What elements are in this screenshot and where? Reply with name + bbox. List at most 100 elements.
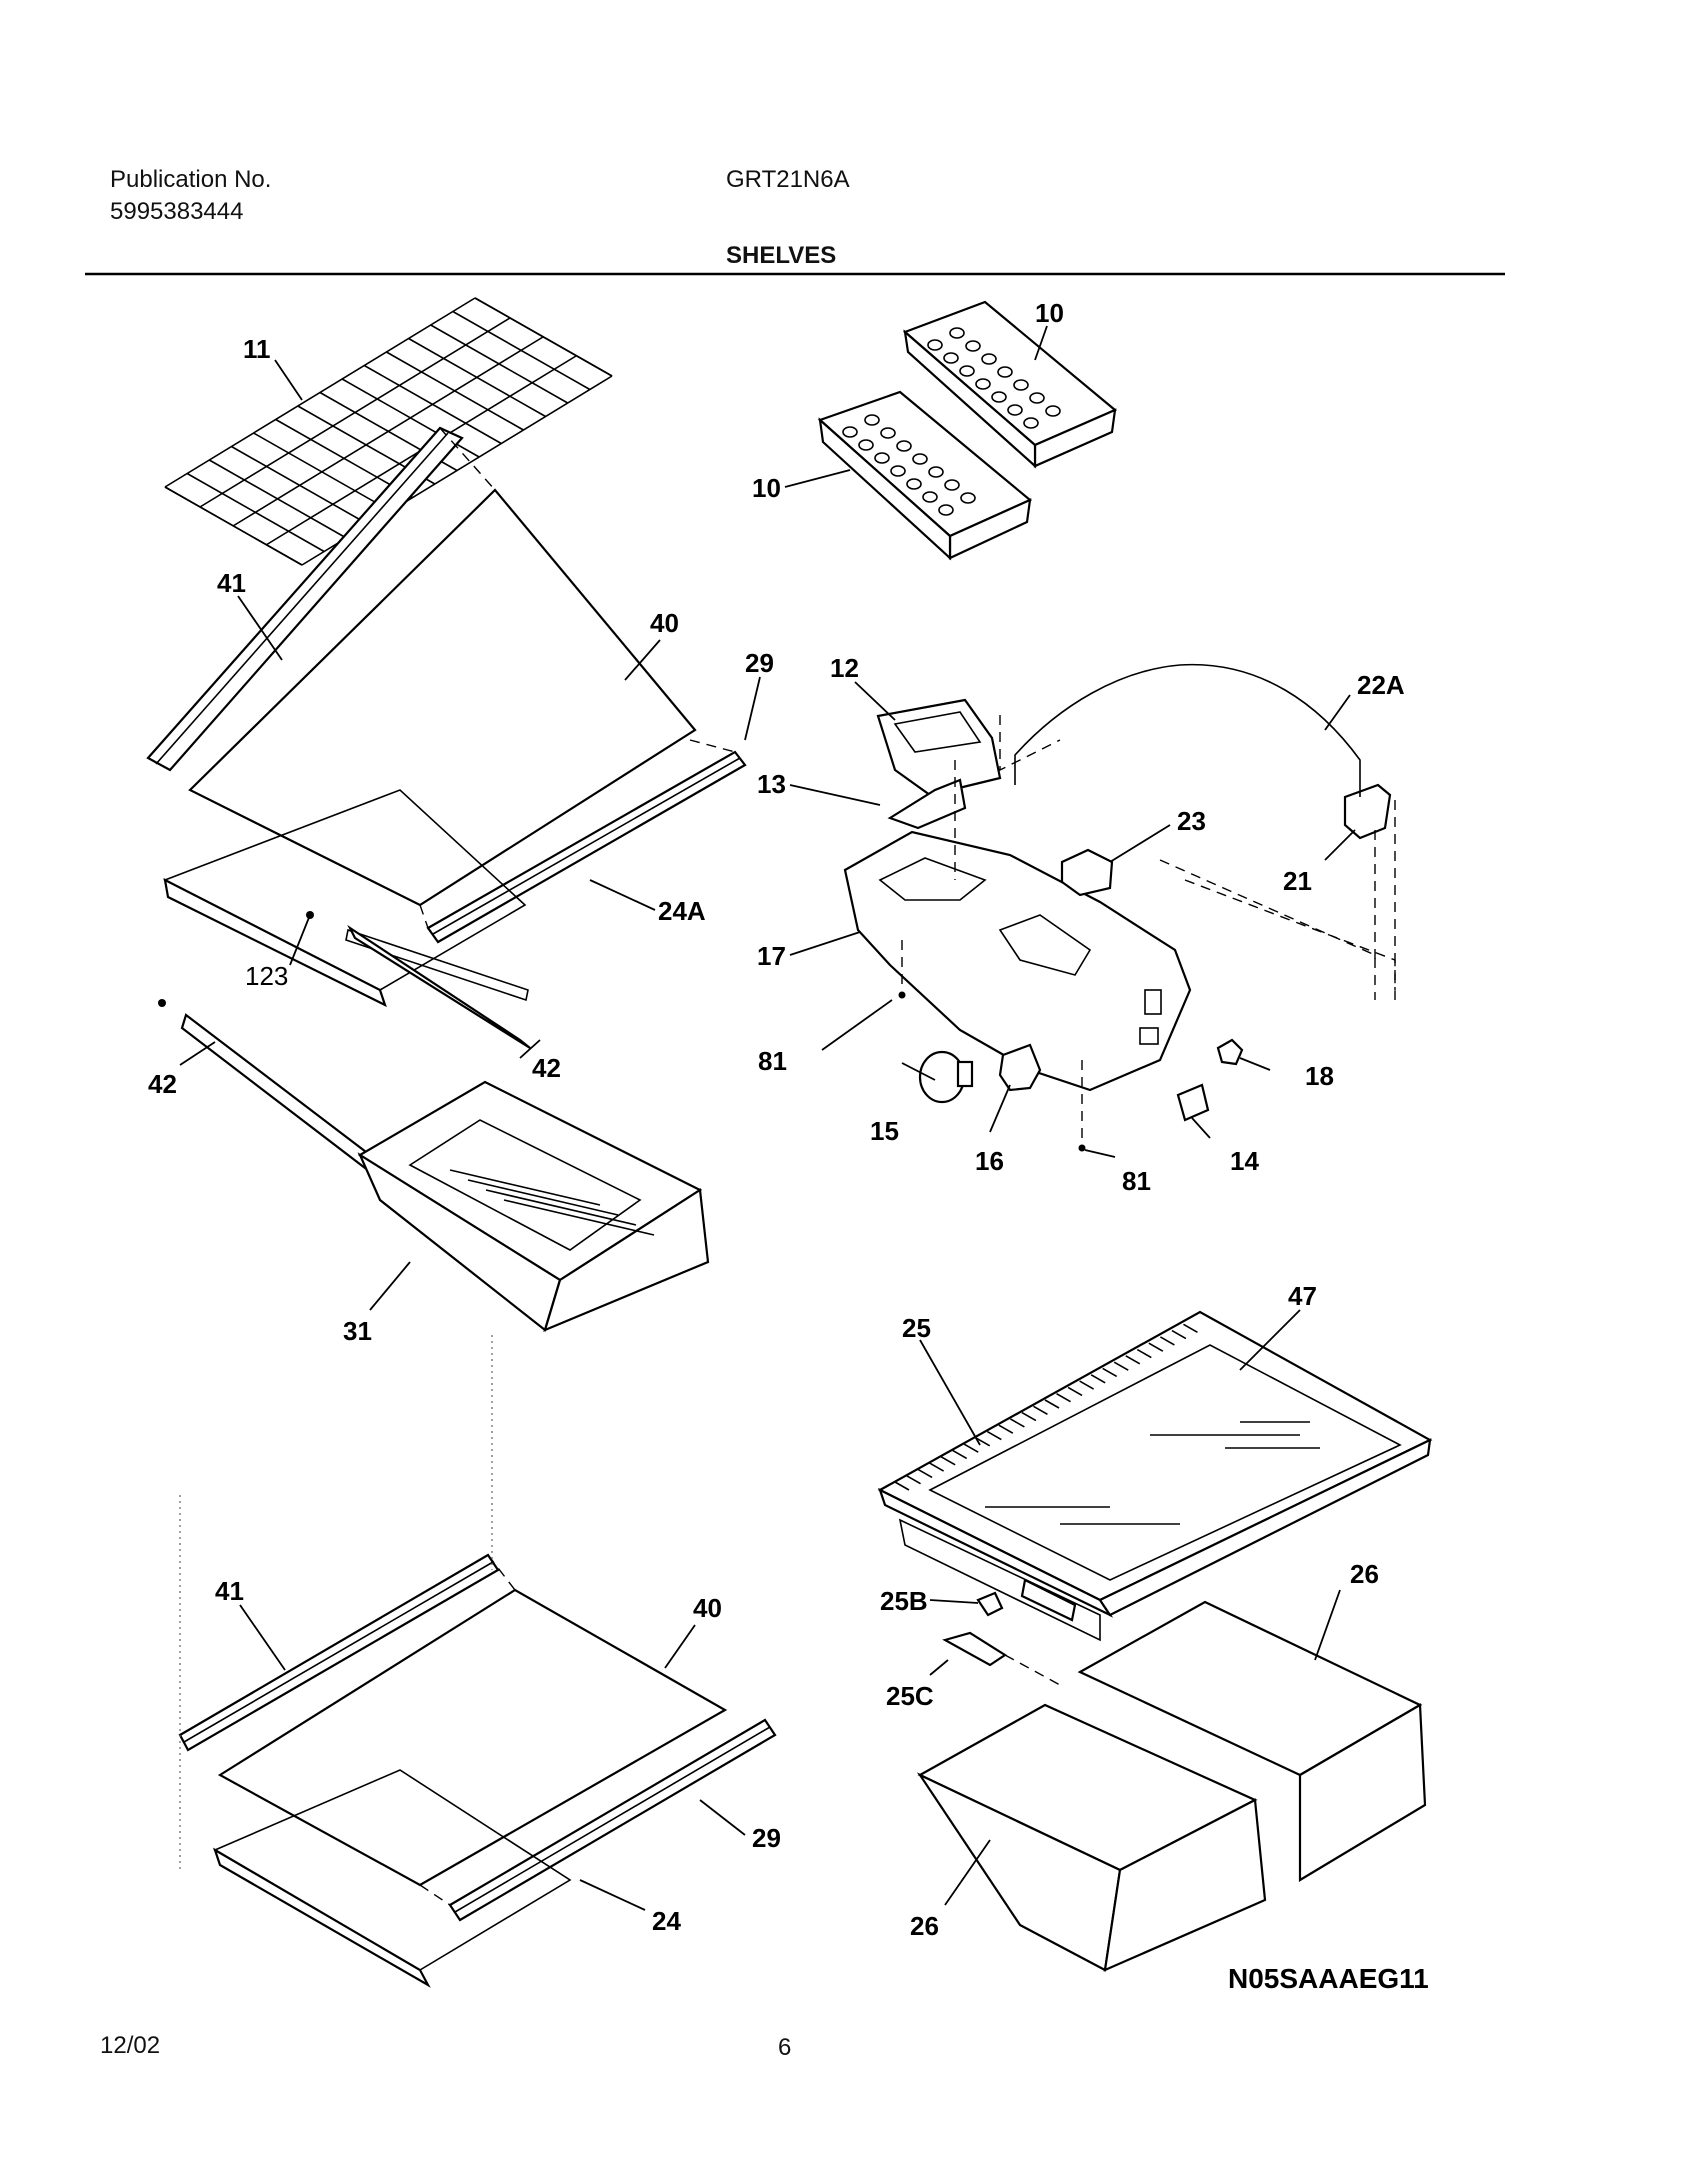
ice-cube-cell — [1007, 404, 1023, 416]
ice-cube-cell — [858, 439, 874, 451]
ice-cube-cell — [864, 414, 880, 426]
vent-slot — [1009, 1418, 1025, 1428]
wire-shelf-rod — [164, 486, 303, 566]
callout-13: 13 — [757, 769, 786, 799]
ice-cube-cell — [991, 391, 1007, 403]
cover-support-25-under — [898, 1518, 1101, 1642]
crisper-rib — [485, 1189, 637, 1226]
ice-bucket-12 — [876, 698, 1002, 797]
shelf-frame-24A — [163, 789, 529, 1008]
vent-slot — [1148, 1342, 1164, 1352]
ice-cube-cell — [943, 352, 959, 364]
screw-123-b — [158, 999, 166, 1007]
ice-cube-cell — [965, 340, 981, 352]
leader-lines — [179, 325, 1356, 1911]
crisper-rib — [503, 1199, 655, 1236]
ice-cube-cell — [922, 491, 938, 503]
callout-22A: 22A — [1357, 670, 1405, 700]
shelf-trim-29-upper — [426, 750, 747, 944]
callout-29-lower: 29 — [752, 1823, 781, 1853]
wire-shelf-rod — [430, 324, 569, 404]
callout-17: 17 — [757, 941, 786, 971]
ice-cube-cell — [906, 478, 922, 490]
screw-81-b — [1078, 1144, 1086, 1152]
ice-cube-cell — [928, 466, 944, 478]
callout-42-left: 42 — [148, 1069, 177, 1099]
vent-slot — [940, 1456, 956, 1466]
callout-25: 25 — [902, 1313, 931, 1343]
crisper-pan-31 — [357, 1080, 710, 1332]
housing-dashed-guides — [901, 715, 1396, 1145]
callout-81-right: 81 — [1122, 1166, 1151, 1196]
ice-cube-cell — [1013, 379, 1029, 391]
ice-cube-cell — [1029, 392, 1045, 404]
crisper-cover-frame-25 — [877, 1310, 1433, 1618]
flapper-13 — [887, 778, 967, 830]
ice-cube-cell — [890, 465, 906, 477]
ice-cube-cell — [960, 492, 976, 504]
ice-tray-cells-front — [842, 414, 976, 516]
ice-tray-10-back — [902, 300, 1118, 469]
shelf-trim-41-lower — [178, 1553, 500, 1752]
wire-shelf-rod — [386, 351, 524, 431]
ice-cube-cell — [981, 353, 997, 365]
ice-cube-cell — [944, 479, 960, 491]
callout-123: 123 — [245, 961, 288, 991]
crisper-pan-26-front — [916, 1703, 1267, 1972]
callout-42-right: 42 — [532, 1053, 561, 1083]
wire-shelf-rods — [164, 297, 613, 566]
vent-slot — [1090, 1374, 1106, 1384]
callout-14: 14 — [1230, 1146, 1259, 1176]
cold-control-23 — [1060, 848, 1114, 897]
shelf-trim-41-upper — [146, 426, 464, 772]
crisper-rib — [467, 1179, 619, 1216]
callout-25B: 25B — [880, 1586, 928, 1616]
wire-shelf-rod — [208, 459, 347, 539]
glass-shelf-40-upper — [188, 488, 697, 907]
callout-18: 18 — [1305, 1061, 1334, 1091]
vent-slot — [1033, 1405, 1048, 1416]
shelf-bracket-42-lower — [180, 1013, 372, 1170]
humidity-slide-25C — [942, 1631, 1008, 1667]
callout-24A: 24A — [658, 896, 706, 926]
wire-shelf-rod — [253, 432, 391, 512]
callout-26-right: 26 — [1350, 1559, 1379, 1589]
vent-slot — [998, 1424, 1014, 1434]
publication-label: Publication No. — [110, 166, 272, 193]
wire-shelf-rod — [452, 310, 591, 391]
lower-shelf-dashed-guides — [419, 1554, 516, 1906]
vent-slot — [1102, 1367, 1118, 1378]
shelf-trim-29-lower — [448, 1718, 777, 1922]
vent-slot — [1159, 1336, 1175, 1346]
ice-cube-cell — [975, 378, 991, 390]
callout-10-top: 10 — [1035, 298, 1064, 328]
publication-number: 5995383444 — [110, 198, 244, 225]
glass-shelf-40-lower — [217, 1588, 728, 1887]
callout-15: 15 — [870, 1116, 899, 1146]
vent-slot — [1183, 1323, 1198, 1334]
vent-slot — [1067, 1386, 1083, 1397]
lamp-socket-16 — [998, 1043, 1042, 1092]
wire-shelf-rod — [363, 364, 502, 445]
crisper-pan-ribs — [449, 1169, 655, 1236]
callout-11: 11 — [243, 334, 271, 364]
vent-slot — [906, 1474, 921, 1485]
screw-81-a — [898, 991, 906, 999]
lamp-bulb-15 — [918, 1050, 974, 1104]
ice-cube-cell — [912, 453, 928, 465]
vent-slot — [1079, 1380, 1095, 1390]
callout-31: 31 — [343, 1316, 372, 1346]
vent-slot — [1021, 1411, 1037, 1422]
callout-24: 24 — [652, 1906, 681, 1936]
cover-vent-slots — [894, 1323, 1198, 1491]
ice-cube-cell — [880, 427, 896, 439]
thermostat-21 — [1343, 783, 1392, 840]
vent-slot — [1125, 1355, 1141, 1365]
callout-40-lower: 40 — [693, 1593, 722, 1623]
ice-cube-cell — [896, 440, 912, 452]
ice-cube-cell — [927, 339, 943, 351]
shelf-frame-24 — [213, 1769, 572, 1988]
ice-cube-cell — [949, 327, 965, 339]
ice-cube-cell — [997, 366, 1013, 378]
